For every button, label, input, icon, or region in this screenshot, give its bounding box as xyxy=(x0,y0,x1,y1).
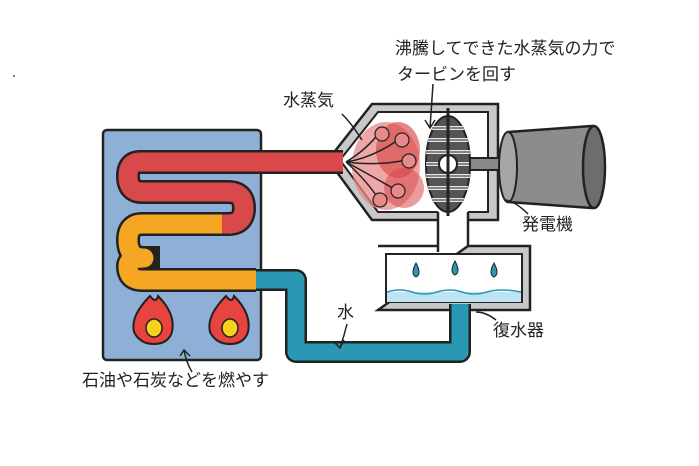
steam-label: 水蒸気 xyxy=(283,91,334,111)
leader-lines xyxy=(179,83,529,373)
condenser-water xyxy=(387,292,521,302)
turbine-caption-line1: 沸騰してできた水蒸気の力で xyxy=(395,39,616,59)
water-drop-icon xyxy=(451,259,459,276)
flame-icon xyxy=(208,294,250,346)
condenser-label: 復水器 xyxy=(493,321,544,341)
steam-pipe xyxy=(118,152,343,234)
condenser xyxy=(374,244,532,312)
water-drop-icon xyxy=(490,261,498,278)
steam-cloud xyxy=(345,122,424,210)
generator-label: 発電機 xyxy=(522,215,573,235)
hot-water-pipe xyxy=(118,214,256,290)
fuel-label: 石油や石炭などを燃やす xyxy=(82,371,269,391)
generator-icon xyxy=(498,124,607,210)
water-drop-icon xyxy=(412,261,420,278)
turbine-caption-line2: タービンを回す xyxy=(397,65,516,85)
water-label: 水 xyxy=(337,303,354,323)
flame-icon xyxy=(132,294,174,346)
water-pipe xyxy=(253,271,469,361)
turbine-icon xyxy=(425,108,471,216)
turbine-to-condenser-pipe xyxy=(436,210,470,254)
